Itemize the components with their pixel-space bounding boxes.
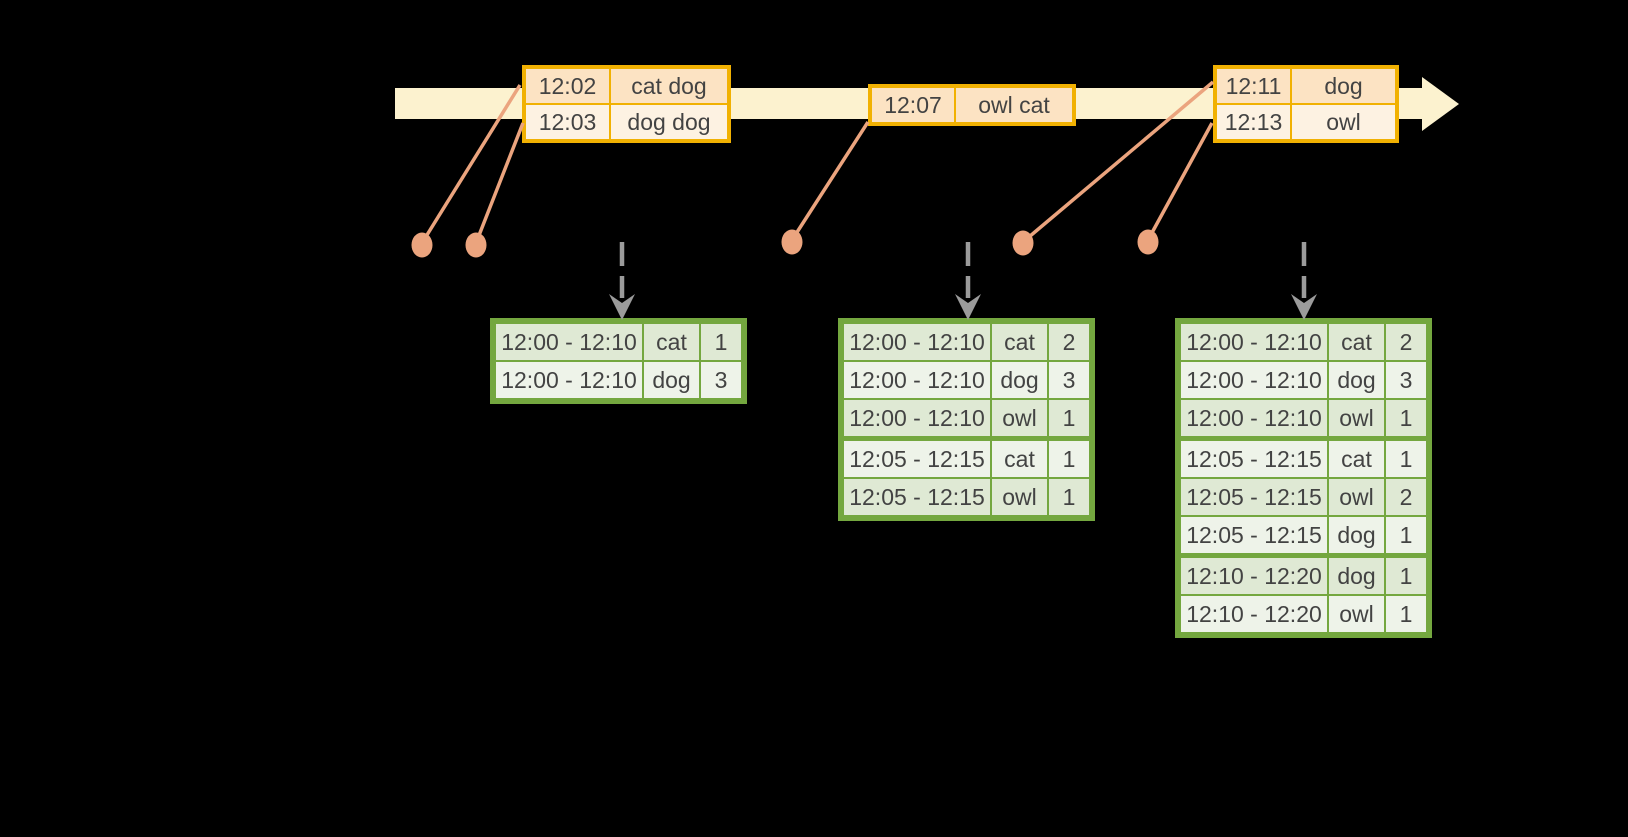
word-cell: cat (991, 323, 1048, 361)
event-row: 12:02 cat dog (525, 68, 728, 104)
window-cell: 12:10 - 12:20 (1180, 557, 1328, 595)
event-dot-icon (781, 229, 803, 255)
word-cell: cat (1328, 440, 1385, 478)
window-cell: 12:00 - 12:10 (495, 361, 643, 399)
event-dots (411, 229, 1159, 258)
result-table-1: 12:00 - 12:10 cat 1 12:00 - 12:10 dog 3 (490, 318, 747, 404)
word-cell: dog (1328, 361, 1385, 399)
result-row: 12:05 - 12:15 cat 1 (843, 437, 1090, 478)
result-row: 12:05 - 12:15 dog 1 (1180, 516, 1427, 554)
event-words-cell: dog dog (610, 104, 728, 140)
word-cell: cat (1328, 323, 1385, 361)
result-row: 12:00 - 12:10 cat 1 (495, 323, 742, 361)
event-dot-icon (411, 232, 433, 258)
window-cell: 12:05 - 12:15 (843, 478, 991, 516)
result-row: 12:10 - 12:20 dog 1 (1180, 554, 1427, 595)
count-cell: 1 (1385, 516, 1427, 554)
window-cell: 12:00 - 12:10 (843, 399, 991, 437)
word-cell: owl (991, 478, 1048, 516)
word-cell: owl (991, 399, 1048, 437)
event-time-cell: 12:02 (525, 68, 610, 104)
result-row: 12:00 - 12:10 dog 3 (495, 361, 742, 399)
window-cell: 12:00 - 12:10 (1180, 323, 1328, 361)
window-cell: 12:00 - 12:10 (1180, 361, 1328, 399)
count-cell: 1 (1385, 399, 1427, 437)
event-row: 12:07 owl cat (871, 87, 1073, 123)
event-words-cell: owl cat (955, 87, 1073, 123)
word-cell: owl (1328, 595, 1385, 633)
word-cell: cat (991, 440, 1048, 478)
event-row: 12:03 dog dog (525, 104, 728, 140)
window-cell: 12:05 - 12:15 (843, 440, 991, 478)
word-cell: dog (1328, 516, 1385, 554)
count-cell: 1 (1048, 399, 1090, 437)
result-row: 12:05 - 12:15 cat 1 (1180, 437, 1427, 478)
connector-line (1146, 122, 1214, 241)
trigger-arrows (609, 242, 1317, 320)
event-words-cell: dog (1291, 68, 1396, 104)
event-time-cell: 12:03 (525, 104, 610, 140)
window-cell: 12:05 - 12:15 (1180, 478, 1328, 516)
window-cell: 12:00 - 12:10 (843, 323, 991, 361)
count-cell: 2 (1385, 323, 1427, 361)
result-row: 12:05 - 12:15 owl 1 (843, 478, 1090, 516)
count-cell: 1 (1385, 440, 1427, 478)
count-cell: 3 (700, 361, 742, 399)
word-cell: dog (1328, 557, 1385, 595)
timeline-right-arrow-icon (1422, 77, 1459, 131)
word-cell: dog (991, 361, 1048, 399)
connector-line (474, 122, 525, 244)
result-table-2: 12:00 - 12:10 cat 2 12:00 - 12:10 dog 3 … (838, 318, 1095, 521)
window-cell: 12:10 - 12:20 (1180, 595, 1328, 633)
event-time-cell: 12:13 (1216, 104, 1291, 140)
event-dot-icon (1137, 229, 1159, 255)
connector-line (790, 121, 870, 241)
result-row: 12:00 - 12:10 dog 3 (843, 361, 1090, 399)
word-cell: owl (1328, 478, 1385, 516)
event-row: 12:11 dog (1216, 68, 1396, 104)
result-row: 12:00 - 12:10 owl 1 (843, 399, 1090, 437)
input-batch-table-2: 12:07 owl cat (868, 84, 1076, 126)
word-cell: dog (643, 361, 700, 399)
event-row: 12:13 owl (1216, 104, 1396, 140)
window-cell: 12:05 - 12:15 (1180, 516, 1328, 554)
result-row: 12:00 - 12:10 dog 3 (1180, 361, 1427, 399)
event-time-cell: 12:11 (1216, 68, 1291, 104)
count-cell: 1 (1385, 557, 1427, 595)
input-batch-table-3: 12:11 dog 12:13 owl (1213, 65, 1399, 143)
count-cell: 1 (1048, 478, 1090, 516)
event-words-cell: owl (1291, 104, 1396, 140)
arrowhead-icon (609, 294, 635, 320)
count-cell: 1 (1048, 440, 1090, 478)
result-row: 12:00 - 12:10 owl 1 (1180, 399, 1427, 437)
result-table-3: 12:00 - 12:10 cat 2 12:00 - 12:10 dog 3 … (1175, 318, 1432, 638)
result-row: 12:05 - 12:15 owl 2 (1180, 478, 1427, 516)
arrowhead-icon (955, 294, 981, 320)
input-batch-table-1: 12:02 cat dog 12:03 dog dog (522, 65, 731, 143)
window-cell: 12:05 - 12:15 (1180, 440, 1328, 478)
count-cell: 1 (1385, 595, 1427, 633)
event-time-cell: 12:07 (871, 87, 955, 123)
arrowhead-icon (1291, 294, 1317, 320)
count-cell: 1 (700, 323, 742, 361)
result-row: 12:10 - 12:20 owl 1 (1180, 595, 1427, 633)
result-row: 12:00 - 12:10 cat 2 (843, 323, 1090, 361)
window-cell: 12:00 - 12:10 (1180, 399, 1328, 437)
event-dot-icon (465, 232, 487, 258)
window-cell: 12:00 - 12:10 (843, 361, 991, 399)
count-cell: 3 (1385, 361, 1427, 399)
count-cell: 2 (1385, 478, 1427, 516)
event-dot-icon (1012, 230, 1034, 256)
count-cell: 2 (1048, 323, 1090, 361)
word-cell: owl (1328, 399, 1385, 437)
window-cell: 12:00 - 12:10 (495, 323, 643, 361)
count-cell: 3 (1048, 361, 1090, 399)
event-words-cell: cat dog (610, 68, 728, 104)
result-row: 12:00 - 12:10 cat 2 (1180, 323, 1427, 361)
word-cell: cat (643, 323, 700, 361)
